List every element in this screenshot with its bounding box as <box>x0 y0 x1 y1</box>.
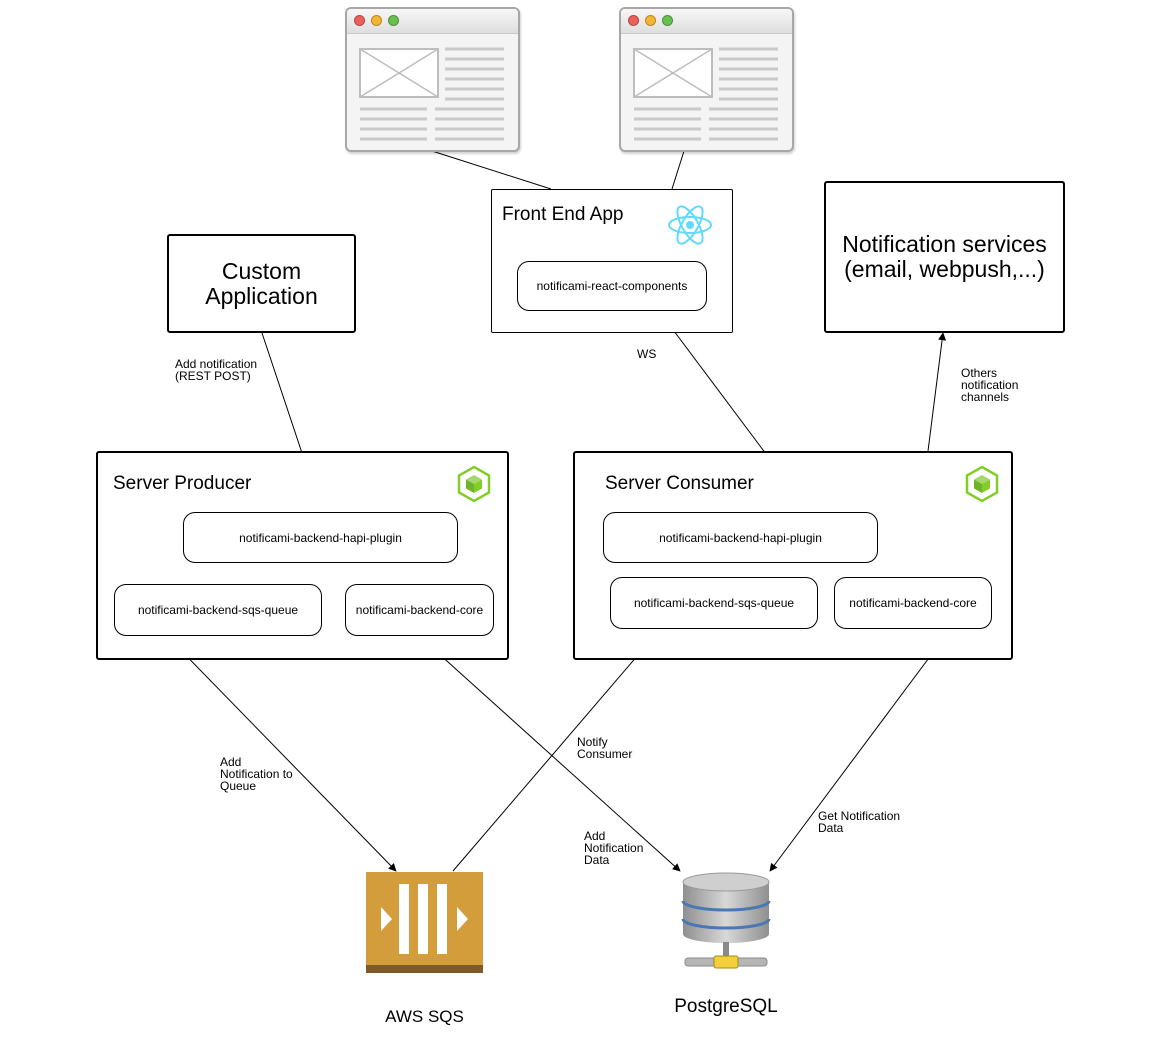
server-producer-title: Server Producer <box>113 473 252 494</box>
line-browser2-frontend <box>671 150 685 190</box>
edge-label-add-to-queue: Add Notification to Queue <box>220 755 293 793</box>
producer-core: notificami-backend-core <box>345 584 494 636</box>
edge-label-add-data: Add Notification Data <box>584 829 644 867</box>
front-end-app-title: Front End App <box>502 204 624 225</box>
edge-label-ws: WS <box>637 347 657 361</box>
arrow-add-to-queue <box>165 634 397 872</box>
producer-sqs-queue: notificami-backend-sqs-queue <box>114 584 322 636</box>
database-server-icon <box>681 872 771 969</box>
producer-hapi-plugin: notificami-backend-hapi-plugin <box>183 512 458 563</box>
arrow-get-data <box>769 626 953 872</box>
edge-label-notify-consumer: Notify Consumer <box>577 735 633 761</box>
browser-window-icon <box>619 7 794 152</box>
arrow-notify-consumer <box>452 626 663 872</box>
server-producer-box: Server Producer notificami-backend-hapi-… <box>96 451 509 660</box>
edge-label-get-data: Get Notification Data <box>818 809 901 835</box>
consumer-sqs-queue: notificami-backend-sqs-queue <box>610 577 818 629</box>
react-icon <box>668 205 712 245</box>
notification-services-box: Notification services (email, webpush,..… <box>824 181 1065 333</box>
nodejs-icon <box>965 465 999 503</box>
notification-services-title: Notification services (email, webpush,..… <box>842 231 1047 282</box>
postgresql-label: PostgreSQL <box>674 996 778 1017</box>
server-consumer-title: Server Consumer <box>605 473 754 494</box>
server-consumer-box: Server Consumer notificami-backend-hapi-… <box>573 451 1013 660</box>
aws-sqs-icon <box>366 872 483 973</box>
nodejs-icon <box>457 465 491 503</box>
edge-label-add-notification: Add notification (REST POST) <box>175 357 258 383</box>
browser-window-icon <box>345 7 520 152</box>
front-end-app-box: Front End App notificami-react-component… <box>491 189 733 333</box>
custom-application-box: Custom Application <box>167 234 356 333</box>
custom-application-title: Custom Application <box>205 257 318 309</box>
aws-sqs-label: AWS SQS <box>385 1007 464 1026</box>
arrow-add-data <box>417 634 681 872</box>
consumer-core: notificami-backend-core <box>834 577 992 629</box>
line-browser1-frontend <box>431 150 552 190</box>
consumer-hapi-plugin: notificami-backend-hapi-plugin <box>603 512 878 563</box>
edge-label-others-channels: Others notification channels <box>961 366 1019 404</box>
react-components-module: notificami-react-components <box>517 261 707 311</box>
